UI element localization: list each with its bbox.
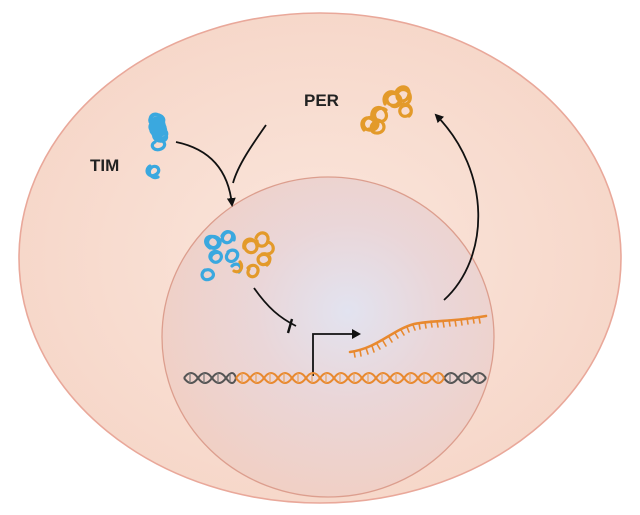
per-label: PER: [304, 91, 339, 110]
per-tim-complex-icon: [200, 230, 275, 282]
import-arrow-branch: [232, 124, 267, 184]
tim-protein-icon: [145, 112, 169, 180]
mrna-strand-icon: [348, 314, 488, 358]
per-protein-icon: [360, 85, 413, 135]
nucleus: [161, 176, 495, 498]
import-arrow: [175, 141, 236, 207]
transcription-start-arrow-icon: [312, 329, 361, 376]
repression-line: [253, 287, 297, 327]
tim-label: TIM: [90, 156, 119, 175]
translation-arrow: [434, 113, 480, 301]
dna-helix-icon: [183, 372, 487, 384]
repression-bar: [286, 318, 294, 334]
